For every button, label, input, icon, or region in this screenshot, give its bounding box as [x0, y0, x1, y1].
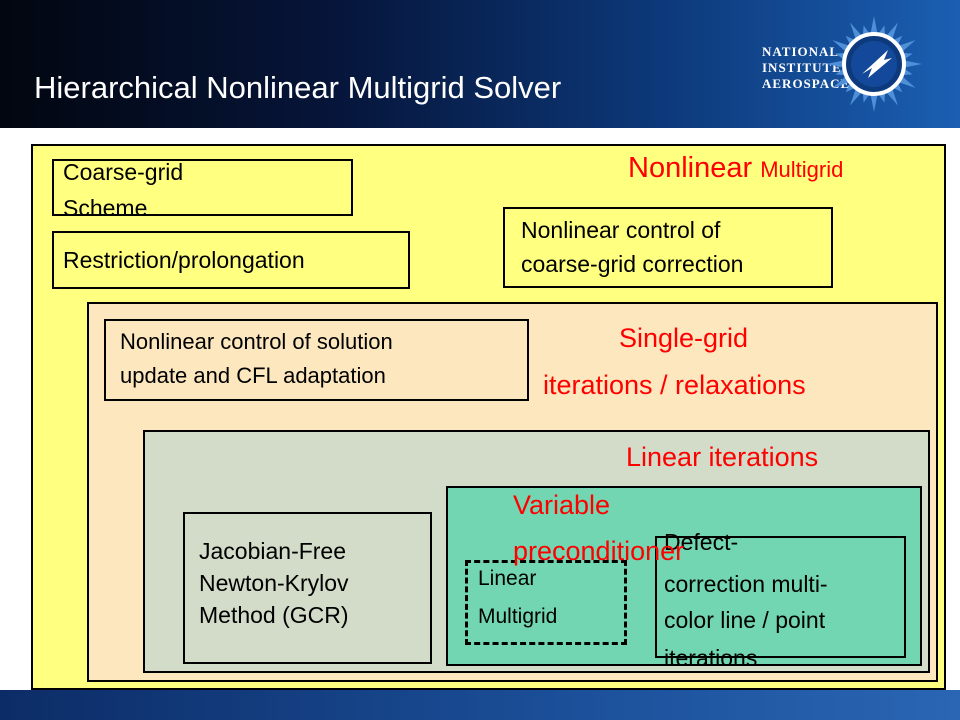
restriction-prolongation-text: Restriction/prolongation: [63, 247, 305, 273]
jfnk-line-3: Method (GCR): [199, 602, 349, 628]
nl-control-update-line-1: Nonlinear control of solution: [120, 329, 393, 354]
defect-correction-box: [655, 536, 906, 658]
defect-line-2: correction multi-: [664, 571, 828, 597]
jfnk-line-1: Jacobian-Free: [199, 538, 347, 564]
nl-control-cgc-line-2: coarse-grid correction: [521, 251, 744, 277]
slide-title: Hierarchical Nonlinear Multigrid Solver: [34, 70, 562, 105]
defect-line-3: color line / point: [664, 607, 826, 633]
slide-footer-band: [0, 690, 960, 720]
slide-header: Hierarchical Nonlinear Multigrid Solver …: [0, 0, 960, 128]
single-grid-label-1: Single-grid: [619, 323, 749, 353]
linear-multigrid-line-2: Multigrid: [478, 605, 558, 628]
variable-preconditioner-label-2: preconditioner: [513, 536, 685, 566]
defect-line-1: Defect-: [664, 529, 739, 555]
nonlinear-multigrid-label-b: Multigrid: [760, 157, 844, 182]
logo-line-1: NATIONAL: [762, 44, 840, 59]
nl-control-cgc-line-1: Nonlinear control of: [521, 217, 721, 243]
nonlinear-control-update-box: Nonlinear control of solution update and…: [104, 319, 529, 401]
single-grid-label-2: iterations / relaxations: [543, 370, 806, 400]
nl-control-update-line-2: update and CFL adaptation: [120, 363, 386, 388]
restriction-prolongation-box: Restriction/prolongation: [52, 231, 410, 289]
jfnk-line-2: Newton-Krylov: [199, 570, 349, 596]
variable-preconditioner-label-1: Variable: [513, 490, 611, 520]
logo-line-3: AEROSPACE: [762, 76, 851, 91]
defect-line-4: iterations: [664, 645, 758, 671]
nonlinear-multigrid-label-a: Nonlinear: [628, 152, 753, 184]
linear-iterations-label: Linear iterations: [626, 442, 819, 472]
linear-multigrid-box: [465, 560, 627, 645]
coarse-grid-line-1: Coarse-grid: [63, 159, 184, 185]
nia-compass-logo-icon: [826, 16, 922, 112]
linear-multigrid-line-1: Linear: [478, 567, 537, 590]
coarse-grid-line-2: Scheme: [63, 195, 148, 221]
nonlinear-multigrid-label: Nonlinear Multigrid: [628, 152, 843, 185]
jfnk-box: [183, 512, 432, 664]
variable-preconditioner-layer: [446, 486, 922, 666]
coarse-grid-scheme-box: Coarse-grid Scheme: [52, 159, 353, 221]
nonlinear-control-coarse-box: Nonlinear control of coarse-grid correct…: [503, 207, 833, 288]
